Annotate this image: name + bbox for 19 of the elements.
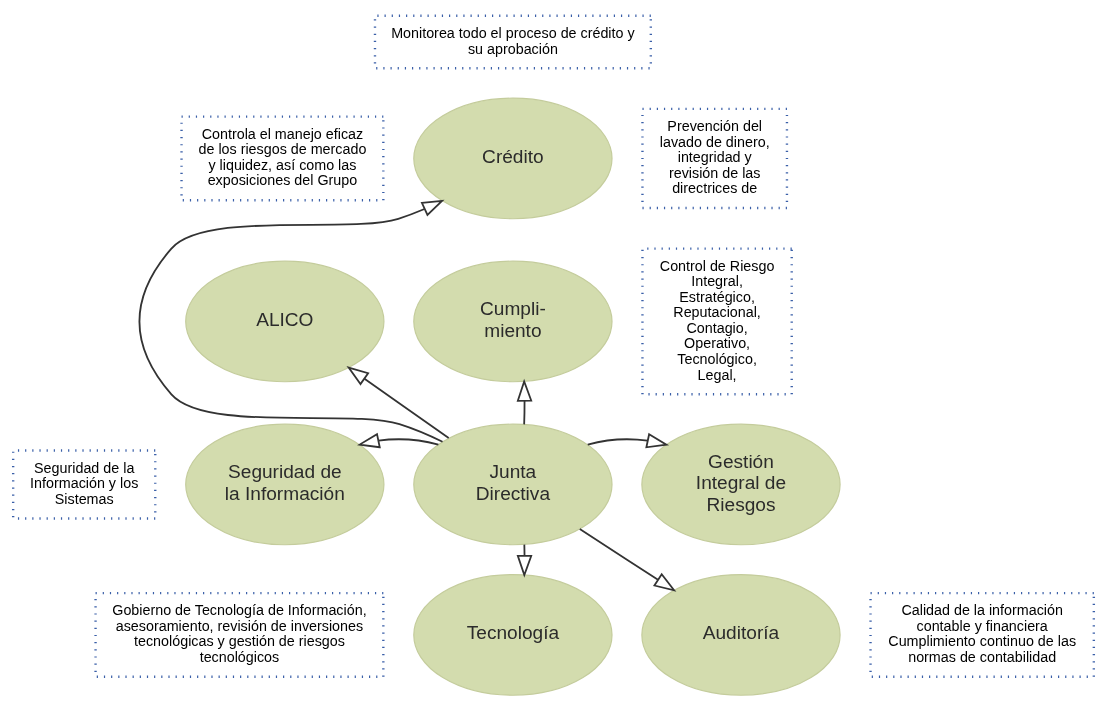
arrow [138, 199, 445, 443]
node-ellipse: Seguridad de la Información [185, 423, 385, 546]
node-ellipse: ALICO [185, 260, 385, 383]
node-box: Prevención del lavado de dinero, integridad y revisión de las directrices de [641, 107, 789, 210]
node-box: Calidad de la información contable y financiera Cumplimiento continuo de las normas de contabilidad [869, 591, 1096, 678]
arrow [578, 528, 677, 592]
node-ellipse: Junta Directiva [413, 423, 613, 546]
node-box: Seguridad de la Información y los Sistemas [11, 449, 157, 520]
node-box: Controla el manejo eficaz de los riesgos de mercado y liquidez, así como las exposiciones del Grupo [180, 115, 385, 202]
node-ellipse: Cumpli- miento [413, 260, 613, 383]
arrow [586, 432, 670, 449]
node-ellipse: Gestión Integral de Riesgos [641, 423, 841, 546]
node-ellipse: Tecnología [413, 574, 613, 696]
node-box: Gobierno de Tecnología de Información, asesoramiento, revisión de inversiones tecnológicas y gestión de riesgos tecnológicos [94, 591, 385, 678]
arrow [346, 366, 450, 439]
node-box: Monitorea todo el proceso de crédito y su aprobación [373, 14, 652, 70]
arrow [516, 378, 533, 426]
arrow [357, 432, 440, 449]
node-box: Control de Riesgo Integral, Estratégico, Reputacional, Contagio, Operativo, Tecnológico, Legal, [641, 247, 793, 396]
